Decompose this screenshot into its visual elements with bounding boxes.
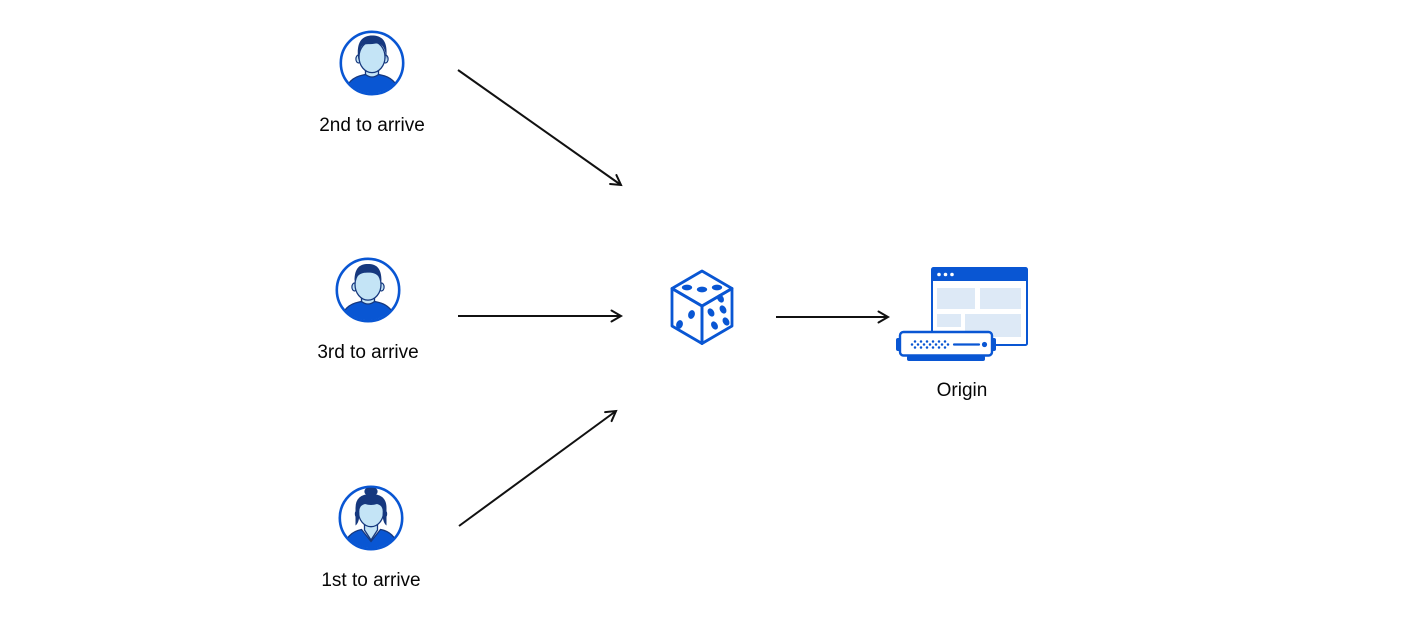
origin-node: Origin	[895, 262, 1029, 402]
user-label-1st: 1st to arrive	[321, 570, 421, 591]
user-node-3rd: 3rd to arrive	[298, 256, 438, 364]
female-user-avatar-icon	[338, 485, 404, 551]
user-node-1st: 1st to arrive	[301, 484, 441, 592]
male-user-avatar-2-icon	[335, 257, 401, 323]
user-label-2nd: 2nd to arrive	[319, 115, 425, 136]
arrow-user2-to-dice	[457, 69, 623, 187]
arrow-user1-to-dice	[458, 409, 618, 527]
origin-server-browser-icon	[896, 267, 1028, 361]
dice-node	[668, 268, 736, 348]
user-node-2nd: 2nd to arrive	[302, 29, 442, 137]
male-user-avatar-icon	[339, 30, 405, 96]
origin-label: Origin	[936, 380, 988, 401]
user-label-3rd: 3rd to arrive	[317, 342, 419, 363]
dice-icon	[670, 269, 734, 345]
server-vent-dots	[910, 340, 950, 349]
